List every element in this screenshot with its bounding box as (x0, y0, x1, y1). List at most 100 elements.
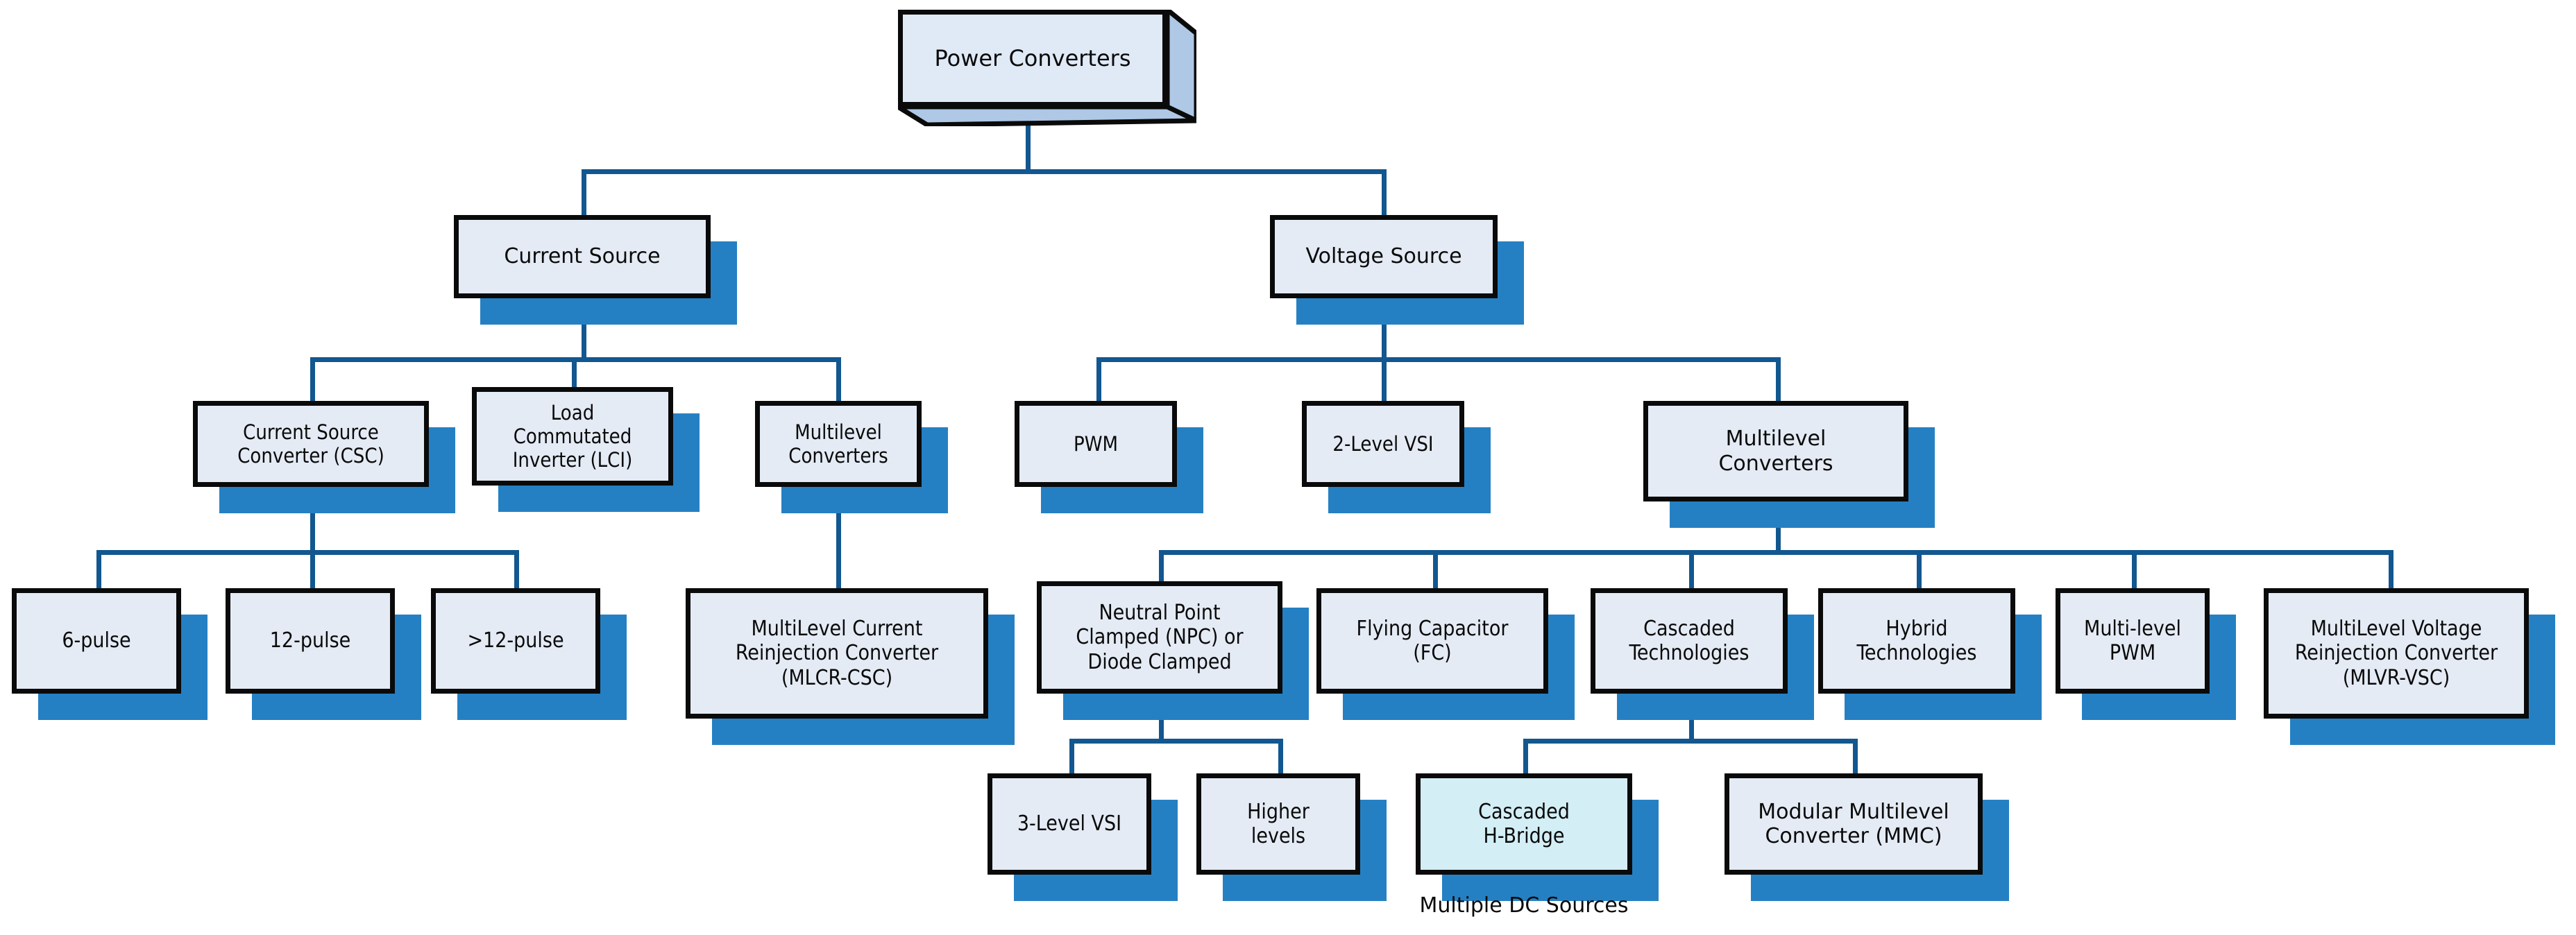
node-2-level-vsi[interactable]: 2-Level VSI (1302, 401, 1491, 513)
box-face: 3-Level VSI (988, 773, 1151, 875)
connector-stem-csc (310, 486, 315, 552)
connector-bus-level5-npc (1069, 739, 1283, 744)
box-face: PWM (1015, 401, 1177, 487)
node-label: Current Source (504, 244, 661, 269)
connector-drop-lci (572, 357, 577, 404)
node-gt-12-pulse[interactable]: >12-pulse (431, 588, 627, 720)
node-power-converters[interactable]: Power Converters (898, 10, 1196, 126)
connector-drop-current-source (582, 169, 586, 221)
node-label: Hybrid Technologies (1856, 616, 1977, 665)
node-label: Power Converters (934, 45, 1131, 71)
node-current-source-converter[interactable]: Current Source Converter (CSC) (193, 401, 455, 513)
node-3-level-vsi[interactable]: 3-Level VSI (988, 773, 1178, 901)
box-face: Multilevel Converters (755, 401, 922, 487)
box-face: 2-Level VSI (1302, 401, 1464, 487)
connector-drop-multilevel-pwm (2132, 550, 2137, 590)
node-mlvr-vsc[interactable]: MultiLevel Voltage Reinjection Converter… (2264, 588, 2555, 745)
node-label: >12-pulse (467, 628, 564, 653)
box-face: 6-pulse (12, 588, 181, 694)
connector-stem-current-source (582, 298, 586, 359)
connector-drop-2level-vsi (1382, 357, 1387, 404)
node-label: Flying Capacitor (FC) (1356, 616, 1509, 665)
node-higher-levels[interactable]: Higher levels (1196, 773, 1387, 901)
connector-bus-level5-cascaded (1523, 739, 1858, 744)
node-pwm[interactable]: PWM (1015, 401, 1203, 513)
caption-label: Multiple DC Sources (1419, 893, 1629, 918)
root-3d-solid (898, 10, 1196, 126)
node-label: Neutral Point Clamped (NPC) or Diode Cla… (1076, 600, 1244, 674)
connector-stem-voltage-source (1382, 298, 1387, 359)
root-label-face: Power Converters (898, 10, 1167, 107)
box-face: Multilevel Converters (1643, 401, 1908, 501)
node-12-pulse[interactable]: 12-pulse (226, 588, 421, 720)
box-face: Modular Multilevel Converter (MMC) (1725, 773, 1983, 875)
connector-bus-level3-voltage (1096, 357, 1781, 362)
node-mlcr-csc[interactable]: MultiLevel Current Reinjection Converter… (686, 588, 1015, 745)
node-label: PWM (1073, 431, 1119, 456)
connector-drop-npc (1159, 550, 1164, 590)
node-label: 6-pulse (62, 628, 131, 653)
box-face: 12-pulse (226, 588, 395, 694)
connector-drop-flying-capacitor (1433, 550, 1438, 590)
node-voltage-source[interactable]: Voltage Source (1270, 215, 1524, 325)
node-label: Cascaded H-Bridge (1478, 799, 1570, 848)
connector-drop-hybrid-technologies (1917, 550, 1922, 590)
node-label: Cascaded Technologies (1629, 616, 1749, 665)
connector-drop-voltage-source (1382, 169, 1387, 221)
box-face: >12-pulse (431, 588, 600, 694)
node-label: 12-pulse (269, 628, 351, 653)
node-label: Multilevel Converters (1718, 427, 1833, 476)
node-flying-capacitor[interactable]: Flying Capacitor (FC) (1316, 588, 1575, 720)
node-label: Higher levels (1247, 799, 1310, 848)
connector-bus-level4-csc (96, 550, 519, 555)
box-face: MultiLevel Current Reinjection Converter… (686, 588, 988, 719)
node-cs-multilevel-converters[interactable]: Multilevel Converters (755, 401, 948, 513)
connector-drop-6pulse (96, 550, 101, 590)
node-npc-diode-clamped[interactable]: Neutral Point Clamped (NPC) or Diode Cla… (1037, 581, 1309, 720)
node-label: Multi-level PWM (2084, 616, 2181, 665)
connector-drop-cascaded-h-bridge (1523, 739, 1528, 775)
connector-bus-level2 (582, 169, 1387, 174)
connector-drop-mmc (1853, 739, 1858, 775)
node-label: MultiLevel Current Reinjection Converter… (735, 616, 939, 690)
connector-drop-mlvr-vsc (2389, 550, 2393, 590)
node-current-source[interactable]: Current Source (454, 215, 737, 325)
connector-drop-cascaded-technologies (1689, 550, 1694, 590)
box-face: Current Source Converter (CSC) (193, 401, 429, 487)
node-mmc[interactable]: Modular Multilevel Converter (MMC) (1725, 773, 2009, 901)
node-6-pulse[interactable]: 6-pulse (12, 588, 207, 720)
connector-stem-cs-multilevel (836, 486, 841, 590)
node-cascaded-technologies[interactable]: Cascaded Technologies (1591, 588, 1814, 720)
connector-drop-vs-multilevel (1776, 357, 1781, 404)
box-face: Flying Capacitor (FC) (1316, 588, 1548, 694)
box-face: Multi-level PWM (2056, 588, 2210, 694)
connector-drop-higher-levels (1278, 739, 1283, 775)
connector-bus-level4-voltage (1159, 550, 2393, 555)
box-face: MultiLevel Voltage Reinjection Converter… (2264, 588, 2529, 719)
node-multi-level-pwm[interactable]: Multi-level PWM (2056, 588, 2236, 720)
connector-drop-pwm (1096, 357, 1101, 404)
node-hybrid-technologies[interactable]: Hybrid Technologies (1818, 588, 2042, 720)
box-face: Load Commutated Inverter (LCI) (472, 387, 673, 486)
node-label: 3-Level VSI (1017, 812, 1122, 837)
box-face: Higher levels (1196, 773, 1360, 875)
box-face: Current Source (454, 215, 711, 298)
node-label: Modular Multilevel Converter (MMC) (1758, 799, 1949, 848)
connector-drop-12pulse (310, 550, 315, 590)
node-label: 2-Level VSI (1332, 431, 1434, 456)
node-label: Multilevel Converters (788, 420, 888, 468)
node-label: Current Source Converter (CSC) (237, 420, 384, 468)
node-cascaded-h-bridge[interactable]: Cascaded H-Bridge (1416, 773, 1659, 901)
connector-drop-cs-multilevel (836, 357, 841, 404)
caption-multiple-dc-sources: Multiple DC Sources (1409, 893, 1639, 918)
connector-root-stem (1026, 123, 1031, 173)
connector-drop-3level-vsi (1069, 739, 1074, 775)
box-face: Cascaded Technologies (1591, 588, 1788, 694)
node-label: Voltage Source (1305, 244, 1462, 269)
node-vs-multilevel-converters[interactable]: Multilevel Converters (1643, 401, 1935, 528)
node-label: MultiLevel Voltage Reinjection Converter… (2294, 616, 2498, 690)
node-load-commutated-inverter[interactable]: Load Commutated Inverter (LCI) (472, 387, 700, 512)
box-face: Voltage Source (1270, 215, 1498, 298)
connector-drop-gt12pulse (514, 550, 519, 590)
